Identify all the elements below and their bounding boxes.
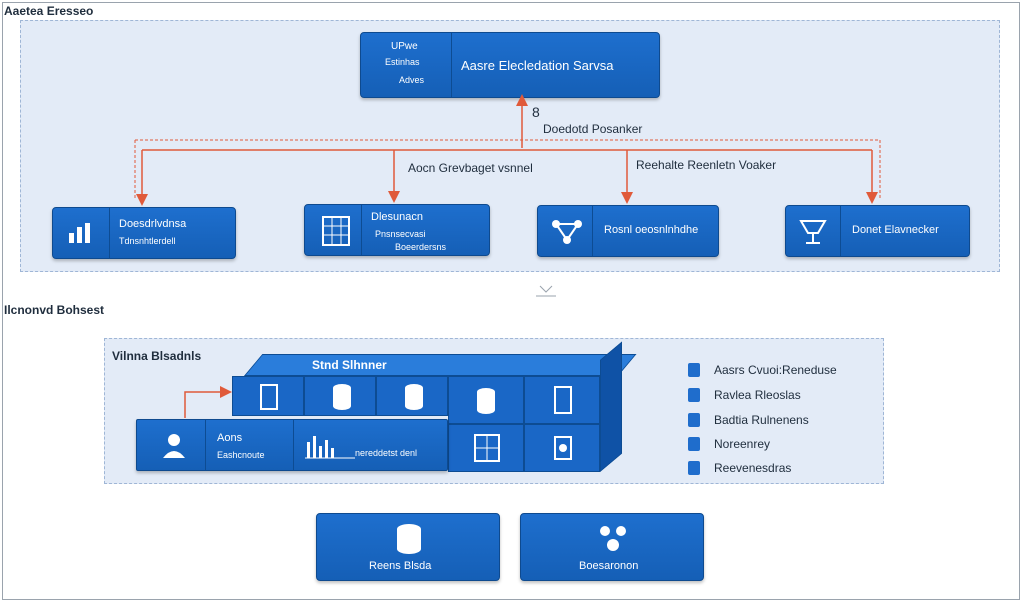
database-icon (405, 384, 423, 410)
node-1-divider (109, 208, 110, 258)
service-icon-sub1: Estinhas (385, 57, 420, 67)
agent-box[interactable]: Aons Eashcnoute nereddetst denl (136, 419, 448, 471)
network-icon (552, 220, 582, 244)
document-icon (554, 386, 572, 414)
grid-icon (322, 216, 350, 246)
tree-icon (554, 436, 572, 460)
legend-label-3: Badtia Rulnenens (714, 413, 809, 427)
arrow-agent-to-cube (184, 386, 232, 418)
agent-divider (205, 420, 206, 470)
service-icon-sub2: Adves (399, 75, 425, 85)
bus-label: Doedotd Posanker (543, 122, 643, 136)
central-service-box[interactable]: UPwe Estinhas Adves Aasre Elecledation S… (360, 32, 660, 98)
cube-cell-doc2 (524, 376, 600, 424)
arrow-number: 8 (532, 104, 540, 120)
top-section-title: Aaetea Eresseo (4, 4, 94, 18)
legend-swatch-icon (688, 388, 700, 402)
node-1-label: Doesdrlvdnsa (119, 218, 187, 230)
document-icon (260, 384, 278, 410)
bottom-box-1-label: Reens Blsda (369, 560, 432, 572)
connector-right-label: Reehalte Reenletn Voaker (636, 158, 777, 172)
cluster-icon (600, 526, 626, 551)
bottom-box-1[interactable]: Reens Blsda (316, 513, 500, 581)
agent-chart-label: nereddetst denl (355, 448, 418, 458)
node-2-sub: Pnsnsecvasi (375, 229, 426, 239)
cube-cell-grid (448, 424, 524, 472)
database-icon (477, 388, 495, 414)
bottom-panel-title: Vilnna Blsadnls (112, 349, 202, 363)
agent-icon (163, 434, 185, 458)
legend-item-2: Ravlea Rleoslas (688, 388, 801, 402)
service-divider (451, 33, 452, 97)
legend-swatch-icon (688, 437, 700, 451)
node-1-sub: Tdnsnhtlerdell (119, 236, 176, 246)
service-icon-label: UPwe (391, 41, 418, 52)
node-box-2[interactable]: Dlesunacn Pnsnsecvasi Boeerdersns (304, 204, 490, 256)
bottom-box-2-label: Boesaronon (579, 560, 639, 572)
legend-swatch-icon (688, 413, 700, 427)
cube-cell-doc (232, 376, 304, 416)
agent-divider-2 (293, 420, 294, 470)
cube-cell-db1 (304, 376, 376, 416)
legend-item-3: Badtia Rulnenens (688, 413, 809, 427)
cube-cell-db2 (376, 376, 448, 416)
node-box-1[interactable]: Doesdrlvdnsa Tdnsnhtlerdell (52, 207, 236, 259)
legend-swatch-icon (688, 461, 700, 475)
cube-cell-tree (524, 424, 600, 472)
bottom-section-title: Ilcnonvd Bohsest (4, 303, 105, 317)
node-3-label: Rosnl oeosnlnhdhe (604, 224, 699, 236)
legend-label-4: Noreenrey (714, 437, 771, 451)
node-2-label: Dlesunacn (371, 211, 423, 223)
node-3-divider (592, 206, 593, 256)
legend-item-5: Reevenesdras (688, 461, 791, 475)
legend-label-5: Reevenesdras (714, 461, 792, 475)
node-box-3[interactable]: Rosnl oeosnlnhdhe (537, 205, 719, 257)
chart-icon (69, 223, 90, 243)
bottom-box-2[interactable]: Boesaronon (520, 513, 704, 581)
legend-item-4: Noreenrey (688, 437, 770, 451)
database-icon (397, 524, 421, 554)
legend-swatch-icon (688, 363, 700, 377)
tray-icon (536, 285, 556, 297)
node-box-4[interactable]: Donet Elavnecker (785, 205, 970, 257)
agent-label: Aons (217, 432, 243, 444)
agent-sub: Eashcnoute (217, 450, 265, 460)
node-4-divider (840, 206, 841, 256)
connector-left-label: Aocn Grevbaget vsnnel (408, 161, 533, 175)
node-4-label: Donet Elavnecker (852, 224, 939, 236)
legend-label-2: Ravlea Rleoslas (714, 388, 801, 402)
node-2-sub2: Boeerdersns (395, 242, 447, 252)
cube-cell-db3 (448, 376, 524, 424)
bar-chart-icon (305, 436, 355, 459)
central-service-label: Aasre Elecledation Sarvsa (461, 58, 614, 73)
legend-item-1: Aasrs Cvuoi:Reneduse (688, 363, 837, 377)
database-icon (333, 384, 351, 410)
legend-label-1: Aasrs Cvuoi:Reneduse (714, 363, 837, 377)
node-2-divider (361, 205, 362, 255)
cup-icon (799, 220, 827, 244)
grid-icon (474, 434, 500, 462)
cube-title: Stnd Slhnner (312, 358, 387, 372)
